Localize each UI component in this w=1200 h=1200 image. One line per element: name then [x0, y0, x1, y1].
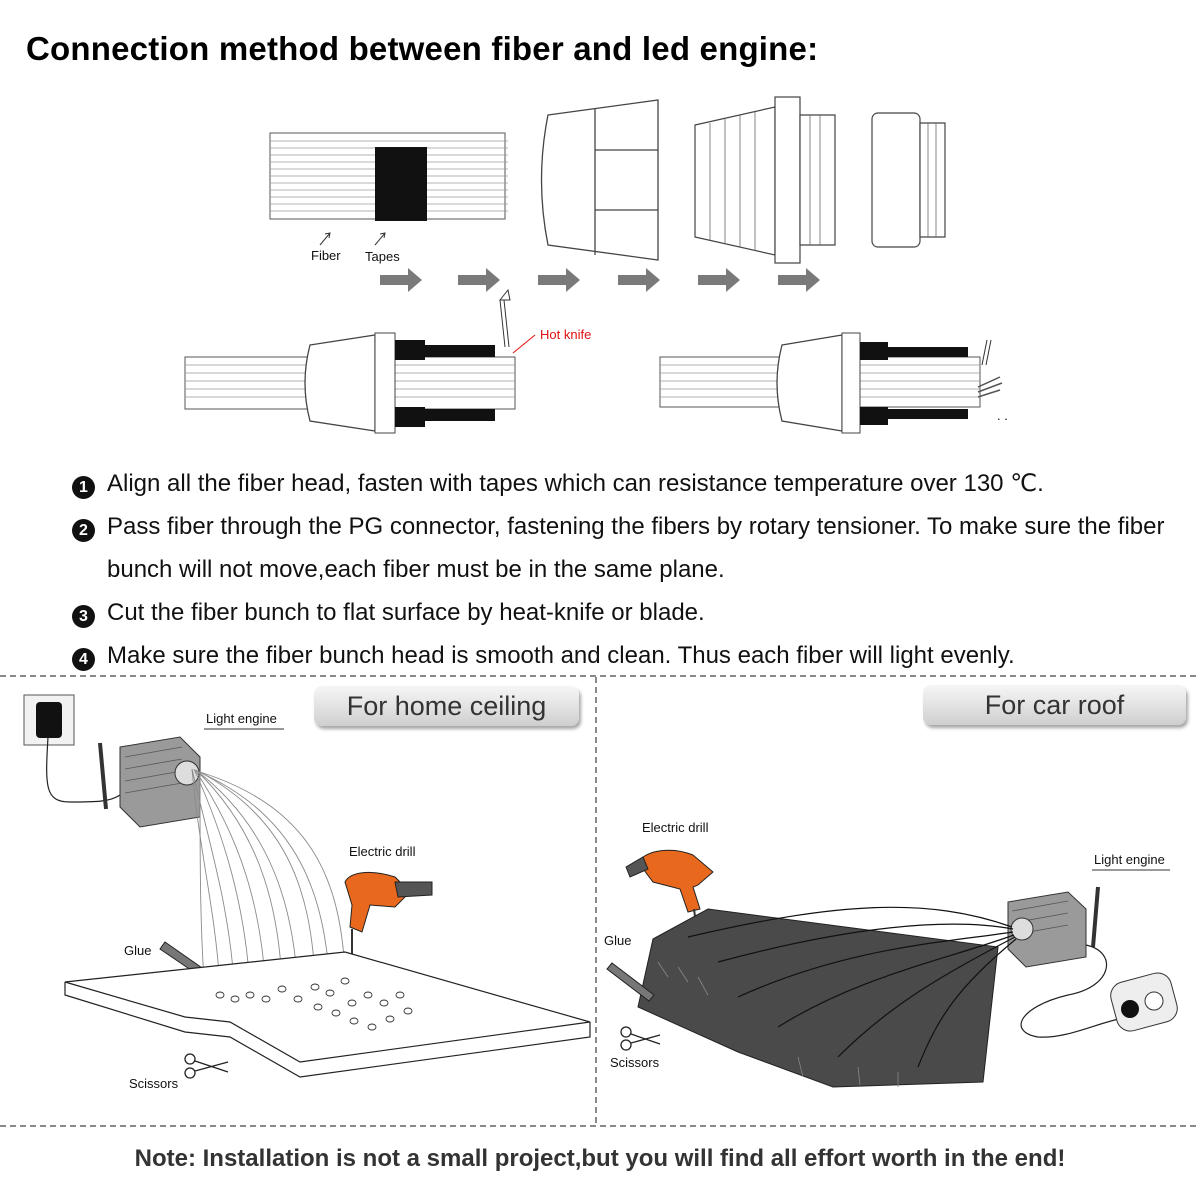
- wall-socket-icon: [23, 694, 75, 746]
- step-text: Align all the fiber head, fasten with ta…: [107, 470, 1044, 497]
- car-light-engine-label: Light engine: [1094, 852, 1165, 867]
- car-scissors-label: Scissors: [610, 1055, 660, 1070]
- hot-knife-label: Hot knife: [540, 327, 591, 342]
- step-number: 2: [72, 519, 95, 542]
- pg-cap-illustration: [540, 99, 659, 261]
- step-1: 1 Align all the fiber head, fasten with …: [72, 462, 1182, 505]
- installation-note: Note: Installation is not a small projec…: [134, 1145, 1066, 1172]
- fiber-label: Fiber: [311, 248, 341, 263]
- step-2: 2 Pass fiber through the PG connector, f…: [72, 505, 1182, 591]
- step-text: Cut the fiber bunch to flat surface by h…: [107, 599, 705, 626]
- step-text: Pass fiber through the PG connector, fas…: [107, 513, 1165, 583]
- panel-frame: [0, 675, 1196, 1127]
- step-number: 1: [72, 476, 95, 499]
- step-text: Make sure the fiber bunch head is smooth…: [107, 642, 1015, 669]
- panel-divider: [595, 677, 597, 1123]
- scissors-icon: [184, 1053, 229, 1079]
- home-ceiling-title: For home ceiling: [314, 686, 579, 726]
- step-number: 3: [72, 605, 95, 628]
- home-light-engine-label: Light engine: [206, 711, 277, 726]
- pg-seal-illustration: [694, 96, 836, 264]
- ceiling-board: [64, 951, 591, 1063]
- assembled-connector-left: [184, 288, 536, 434]
- drilled-holes: [215, 977, 413, 1031]
- car-power-adapter-icon: [1110, 972, 1178, 1032]
- light-engine-icon: [98, 736, 201, 828]
- home-glue-label: Glue: [124, 943, 151, 958]
- car-electric-drill-label: Electric drill: [642, 820, 709, 835]
- assembled-connector-right: [659, 332, 1003, 434]
- instruction-steps: 1 Align all the fiber head, fasten with …: [72, 462, 1182, 677]
- process-arrows: [380, 268, 820, 292]
- tape-band: [375, 147, 427, 221]
- car-roof-title: For car roof: [923, 685, 1186, 725]
- step-number: 4: [72, 648, 95, 671]
- home-electric-drill-label: Electric drill: [349, 844, 416, 859]
- step-3: 3 Cut the fiber bunch to flat surface by…: [72, 591, 1182, 634]
- car-glue-label: Glue: [604, 933, 631, 948]
- car-roof-board: [637, 908, 999, 1088]
- electric-drill-icon: [625, 849, 714, 940]
- pg-nut-illustration: [871, 112, 946, 248]
- page-title: Connection method between fiber and led …: [26, 30, 819, 67]
- scissors-icon: [620, 1026, 661, 1051]
- electric-drill-icon: [344, 871, 433, 975]
- car-roof-illustration: Electric drill Light engine Glue: [604, 820, 1178, 1088]
- tapes-label: Tapes: [365, 249, 400, 264]
- step-4: 4 Make sure the fiber bunch head is smoo…: [72, 634, 1182, 677]
- light-engine-icon: [1007, 886, 1100, 968]
- optic-fibers: [687, 906, 1017, 1068]
- connection-diagram: Fiber Tapes: [184, 96, 1008, 434]
- home-ceiling-illustration: Light engine Electric drill Glue S: [23, 694, 591, 1091]
- ellipsis-mark: . .: [997, 408, 1008, 423]
- fiber-bundle-illustration: [269, 132, 508, 221]
- home-scissors-label: Scissors: [129, 1076, 179, 1091]
